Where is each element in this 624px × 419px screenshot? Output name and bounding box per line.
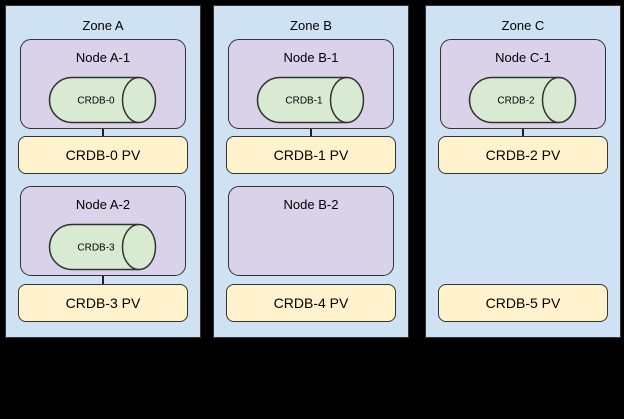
node-label: Node A-1 (75, 50, 131, 65)
node-label: Node C-1 (495, 50, 551, 65)
database-cylinder-icon: CRDB-3 (48, 223, 157, 271)
node-box-b2: Node B-2 (228, 186, 394, 276)
node-label: Node B-1 (283, 50, 339, 65)
node-label: Node B-2 (283, 197, 339, 212)
pv-label: CRDB-4 PV (273, 295, 349, 311)
database-label: CRDB-3 (77, 243, 115, 254)
node-box-c1: Node C-1 CRDB-2 (440, 39, 606, 129)
database-label: CRDB-0 (77, 96, 115, 107)
pv-box: CRDB-4 PV (226, 284, 396, 322)
pv-box: CRDB-2 PV (438, 136, 608, 174)
connector-line (522, 124, 524, 138)
pv-label: CRDB-3 PV (65, 295, 141, 311)
database-label: CRDB-2 (497, 96, 535, 107)
pv-box: CRDB-5 PV (438, 284, 608, 322)
database-cylinder-icon: CRDB-2 (468, 76, 577, 124)
zone-label: Zone B (290, 18, 332, 33)
pv-label: CRDB-5 PV (485, 295, 561, 311)
zone-label: Zone C (501, 18, 545, 33)
node-box-b1: Node B-1 CRDB-1 (228, 39, 394, 129)
node-label: Node A-2 (75, 197, 131, 212)
connector-line (102, 124, 104, 138)
pv-label: CRDB-0 PV (65, 147, 141, 163)
database-cylinder-icon: CRDB-0 (48, 76, 157, 124)
connector-line (310, 124, 312, 138)
zone-a-box: Zone A Node A-1 CRDB-0 CRDB-0 PV Node A-… (5, 5, 201, 338)
node-box-a2: Node A-2 CRDB-3 (20, 186, 186, 276)
database-label: CRDB-1 (285, 96, 323, 107)
zone-label: Zone A (82, 18, 124, 33)
pv-label: CRDB-2 PV (485, 147, 561, 163)
pv-box: CRDB-0 PV (18, 136, 188, 174)
connector-line (102, 271, 104, 286)
pv-box: CRDB-3 PV (18, 284, 188, 322)
zone-b-box: Zone B Node B-1 CRDB-1 CRDB-1 PV Node B-… (213, 5, 409, 338)
zone-c-box: Zone C Node C-1 CRDB-2 CRDB-2 PV CRDB-5 … (425, 5, 621, 338)
pv-label: CRDB-1 PV (273, 147, 349, 163)
pv-box: CRDB-1 PV (226, 136, 396, 174)
database-cylinder-icon: CRDB-1 (256, 76, 365, 124)
node-box-a1: Node A-1 CRDB-0 (20, 39, 186, 129)
